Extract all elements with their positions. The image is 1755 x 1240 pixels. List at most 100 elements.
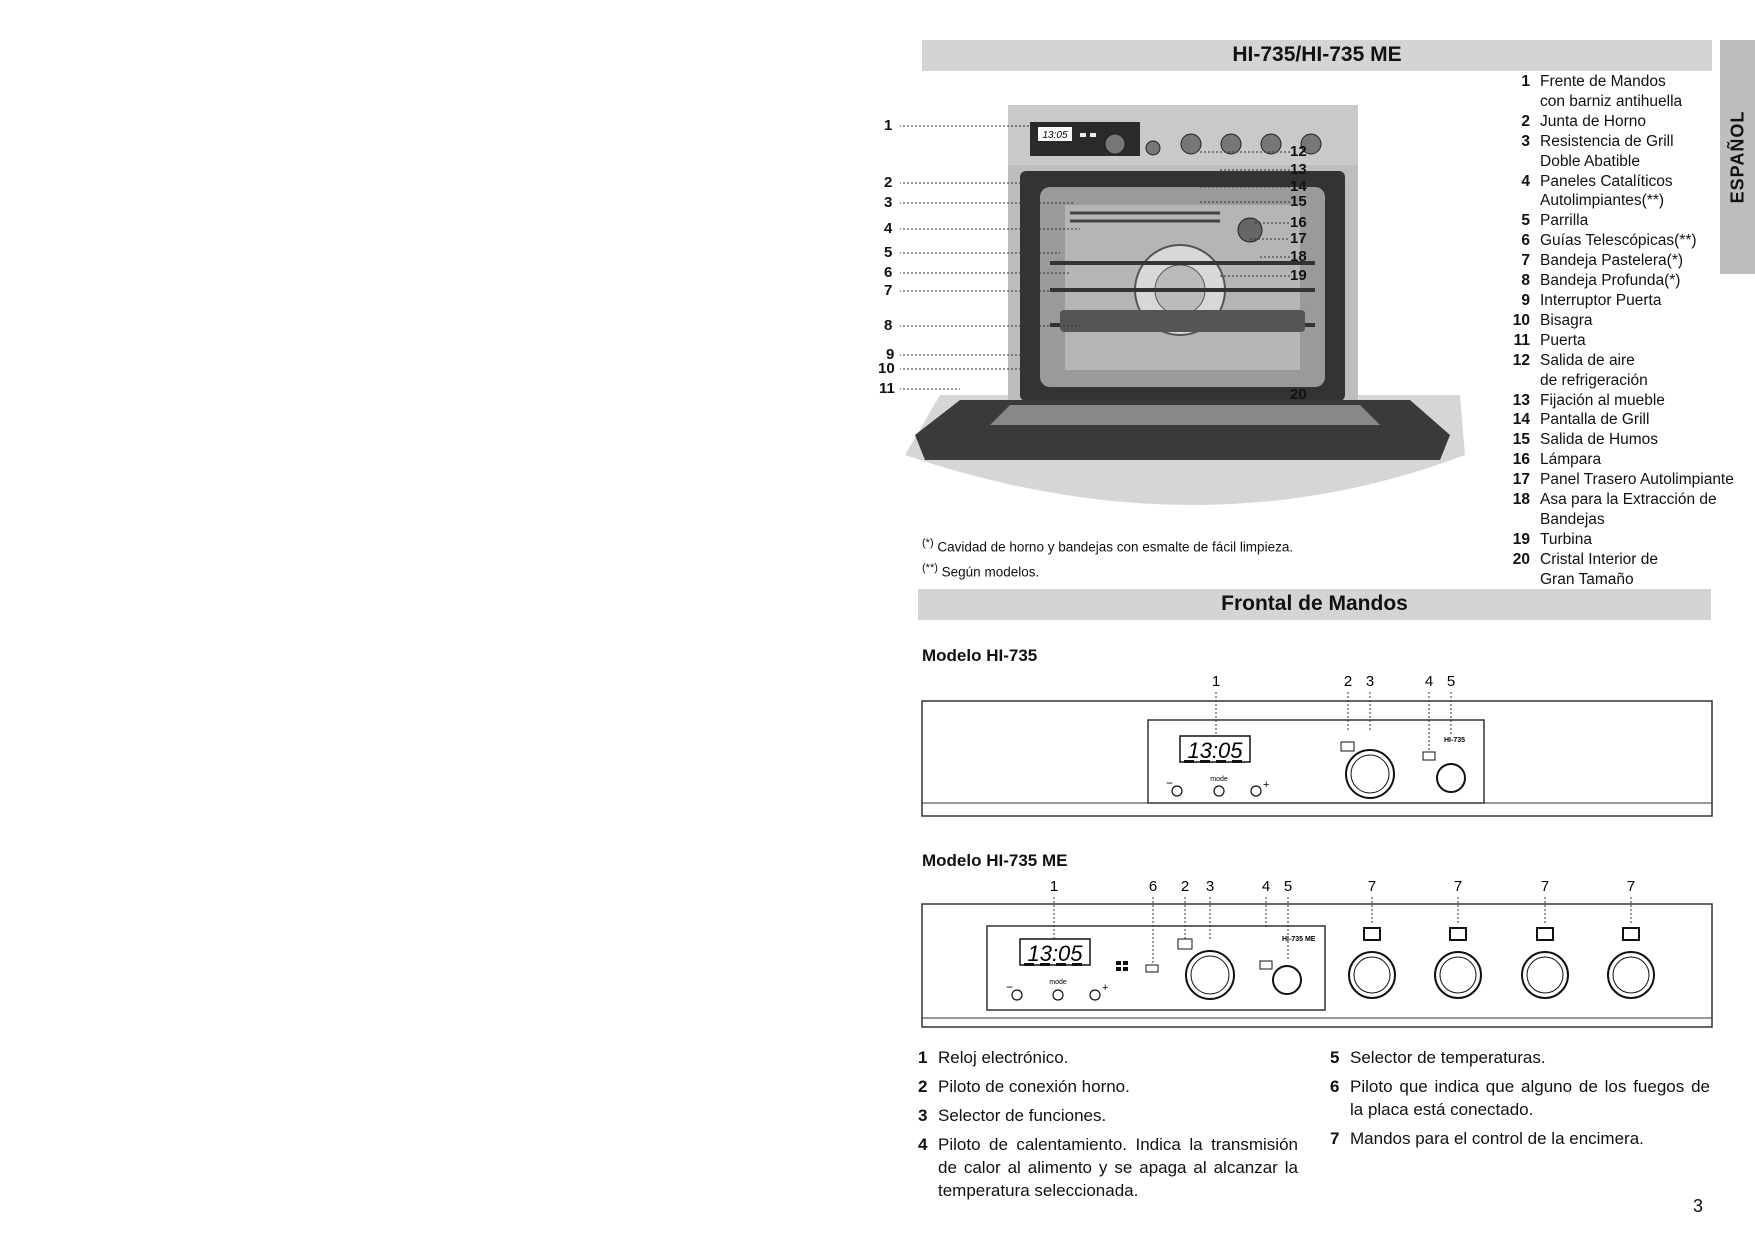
callout-19: 19	[1290, 267, 1307, 284]
callout-16: 16	[1290, 214, 1307, 231]
legend-number: 1	[918, 1048, 928, 1067]
part-number: 12	[1512, 351, 1530, 369]
part-number: 3	[1521, 132, 1530, 150]
part-label: Bandeja Pastelera(*)	[1540, 252, 1684, 270]
part-label: Parrilla	[1540, 212, 1589, 230]
part-label: Salida de aire	[1540, 351, 1635, 369]
svg-text:+: +	[1102, 982, 1108, 994]
part-label: Turbina	[1540, 530, 1592, 548]
model2-clock-display	[1019, 938, 1091, 966]
legend-item: 5 Selector de temperaturas.	[1330, 1046, 1710, 1069]
part-number: 15	[1512, 431, 1530, 449]
legend-text: Selector de funciones.	[938, 1106, 1107, 1125]
legend-item: 1 Reloj electrónico.	[918, 1046, 1298, 1069]
part-label: Bisagra	[1540, 311, 1593, 329]
model1-panel: 1 2 3 4 5 13:05 mode −+ HI-735	[921, 673, 1713, 817]
part-item: 16 Lámpara	[1495, 450, 1735, 470]
part-item: 1 Frente de Mandos	[1495, 72, 1735, 92]
part-number	[1495, 570, 1540, 590]
part-number: 14	[1512, 411, 1530, 429]
part-number: 16	[1512, 451, 1530, 469]
part-label: Panel Trasero Autolimpiante	[1540, 471, 1734, 489]
legend-number: 2	[918, 1077, 928, 1096]
page-title: HI-735/HI-735 ME	[922, 40, 1712, 71]
callout-17: 17	[1290, 230, 1307, 247]
callout-15: 15	[1290, 193, 1307, 210]
part-item: Bandejas	[1495, 510, 1735, 530]
part-label: Bandejas	[1540, 510, 1605, 528]
part-number: 7	[1521, 252, 1530, 270]
note-1: (*) Cavidad de horno y bandejas con esma…	[922, 537, 1294, 555]
model2-clock-buttons	[1011, 989, 1101, 1001]
model2-heat-pilot	[1259, 960, 1273, 970]
part-label: Paneles Catalíticos	[1540, 172, 1673, 190]
model2-mode-label: mode	[1049, 979, 1067, 986]
grill-element	[1070, 211, 1220, 223]
part-number: 8	[1521, 272, 1530, 290]
part-label: Autolimpiantes(**)	[1540, 192, 1665, 210]
part-number: 17	[1512, 471, 1530, 489]
legend-text: Mandos para el control de la encimera.	[1350, 1129, 1644, 1148]
part-label: Frente de Mandos	[1540, 73, 1666, 90]
model2-callout-2: 2	[1181, 878, 1189, 895]
model1-display-time: 13:05	[1187, 738, 1243, 763]
part-number: 6	[1521, 232, 1530, 250]
legend-text: Piloto de conexión horno.	[938, 1077, 1130, 1096]
part-number: 11	[1513, 331, 1530, 349]
model2-badge: HI-735 ME	[1282, 936, 1316, 943]
model1-callout-2: 2	[1344, 673, 1352, 690]
legend-text: Reloj electrónico.	[938, 1048, 1069, 1067]
model2-callout-7b: 7	[1454, 878, 1462, 895]
model2-callout-4: 4	[1262, 878, 1270, 895]
part-number: 5	[1521, 212, 1530, 230]
legend-item: 7 Mandos para el control de la encimera.	[1330, 1127, 1710, 1150]
part-label: Lámpara	[1540, 451, 1602, 469]
part-number: 10	[1512, 311, 1530, 329]
model2-function-knob	[1185, 950, 1235, 1000]
legend-number: 5	[1330, 1048, 1340, 1067]
callout-5: 5	[884, 244, 893, 261]
model2-callout-1: 1	[1050, 878, 1058, 895]
part-number	[1495, 92, 1540, 112]
model2-temperature-knob	[1272, 965, 1302, 995]
model2-callout-7d: 7	[1627, 878, 1635, 895]
model2-callout-3: 3	[1206, 878, 1214, 895]
part-number: 9	[1521, 291, 1530, 309]
model2-title: Modelo HI-735 ME	[922, 851, 1068, 870]
part-number	[1495, 152, 1540, 172]
part-label: Guías Telescópicas(**)	[1540, 232, 1697, 250]
part-number: 20	[1512, 550, 1530, 568]
model1-function-knob	[1345, 749, 1395, 799]
callout-14: 14	[1290, 178, 1307, 195]
part-item: 6 Guías Telescópicas(**)	[1495, 231, 1735, 251]
legend-number: 7	[1330, 1129, 1340, 1148]
callout-11: 11	[879, 380, 895, 397]
model1-callout-4: 4	[1425, 673, 1433, 690]
part-item: 10 Bisagra	[1495, 311, 1735, 331]
part-number: 18	[1512, 491, 1530, 509]
model2-callout-5: 5	[1284, 878, 1292, 895]
model1-temperature-knob	[1436, 763, 1466, 793]
part-label: Gran Tamaño	[1540, 570, 1634, 588]
oven-lamp	[1237, 217, 1263, 243]
model1-title: Modelo HI-735	[922, 646, 1038, 665]
part-item: de refrigeración	[1495, 371, 1735, 391]
oven-knobs	[1104, 133, 1322, 156]
legend-text: Selector de temperaturas.	[1350, 1048, 1546, 1067]
model1-badge: HI-735	[1444, 737, 1465, 744]
legend-number: 4	[918, 1135, 928, 1154]
part-number: 1	[1521, 73, 1530, 90]
part-label: Pantalla de Grill	[1540, 411, 1650, 429]
part-number: 13	[1512, 391, 1530, 409]
model1-mode-label: mode	[1210, 776, 1228, 783]
page-number: 3	[1693, 1196, 1704, 1216]
callout-4: 4	[884, 220, 893, 237]
part-label: Bandeja Profunda(*)	[1540, 272, 1681, 290]
oven-tray	[1060, 310, 1305, 332]
